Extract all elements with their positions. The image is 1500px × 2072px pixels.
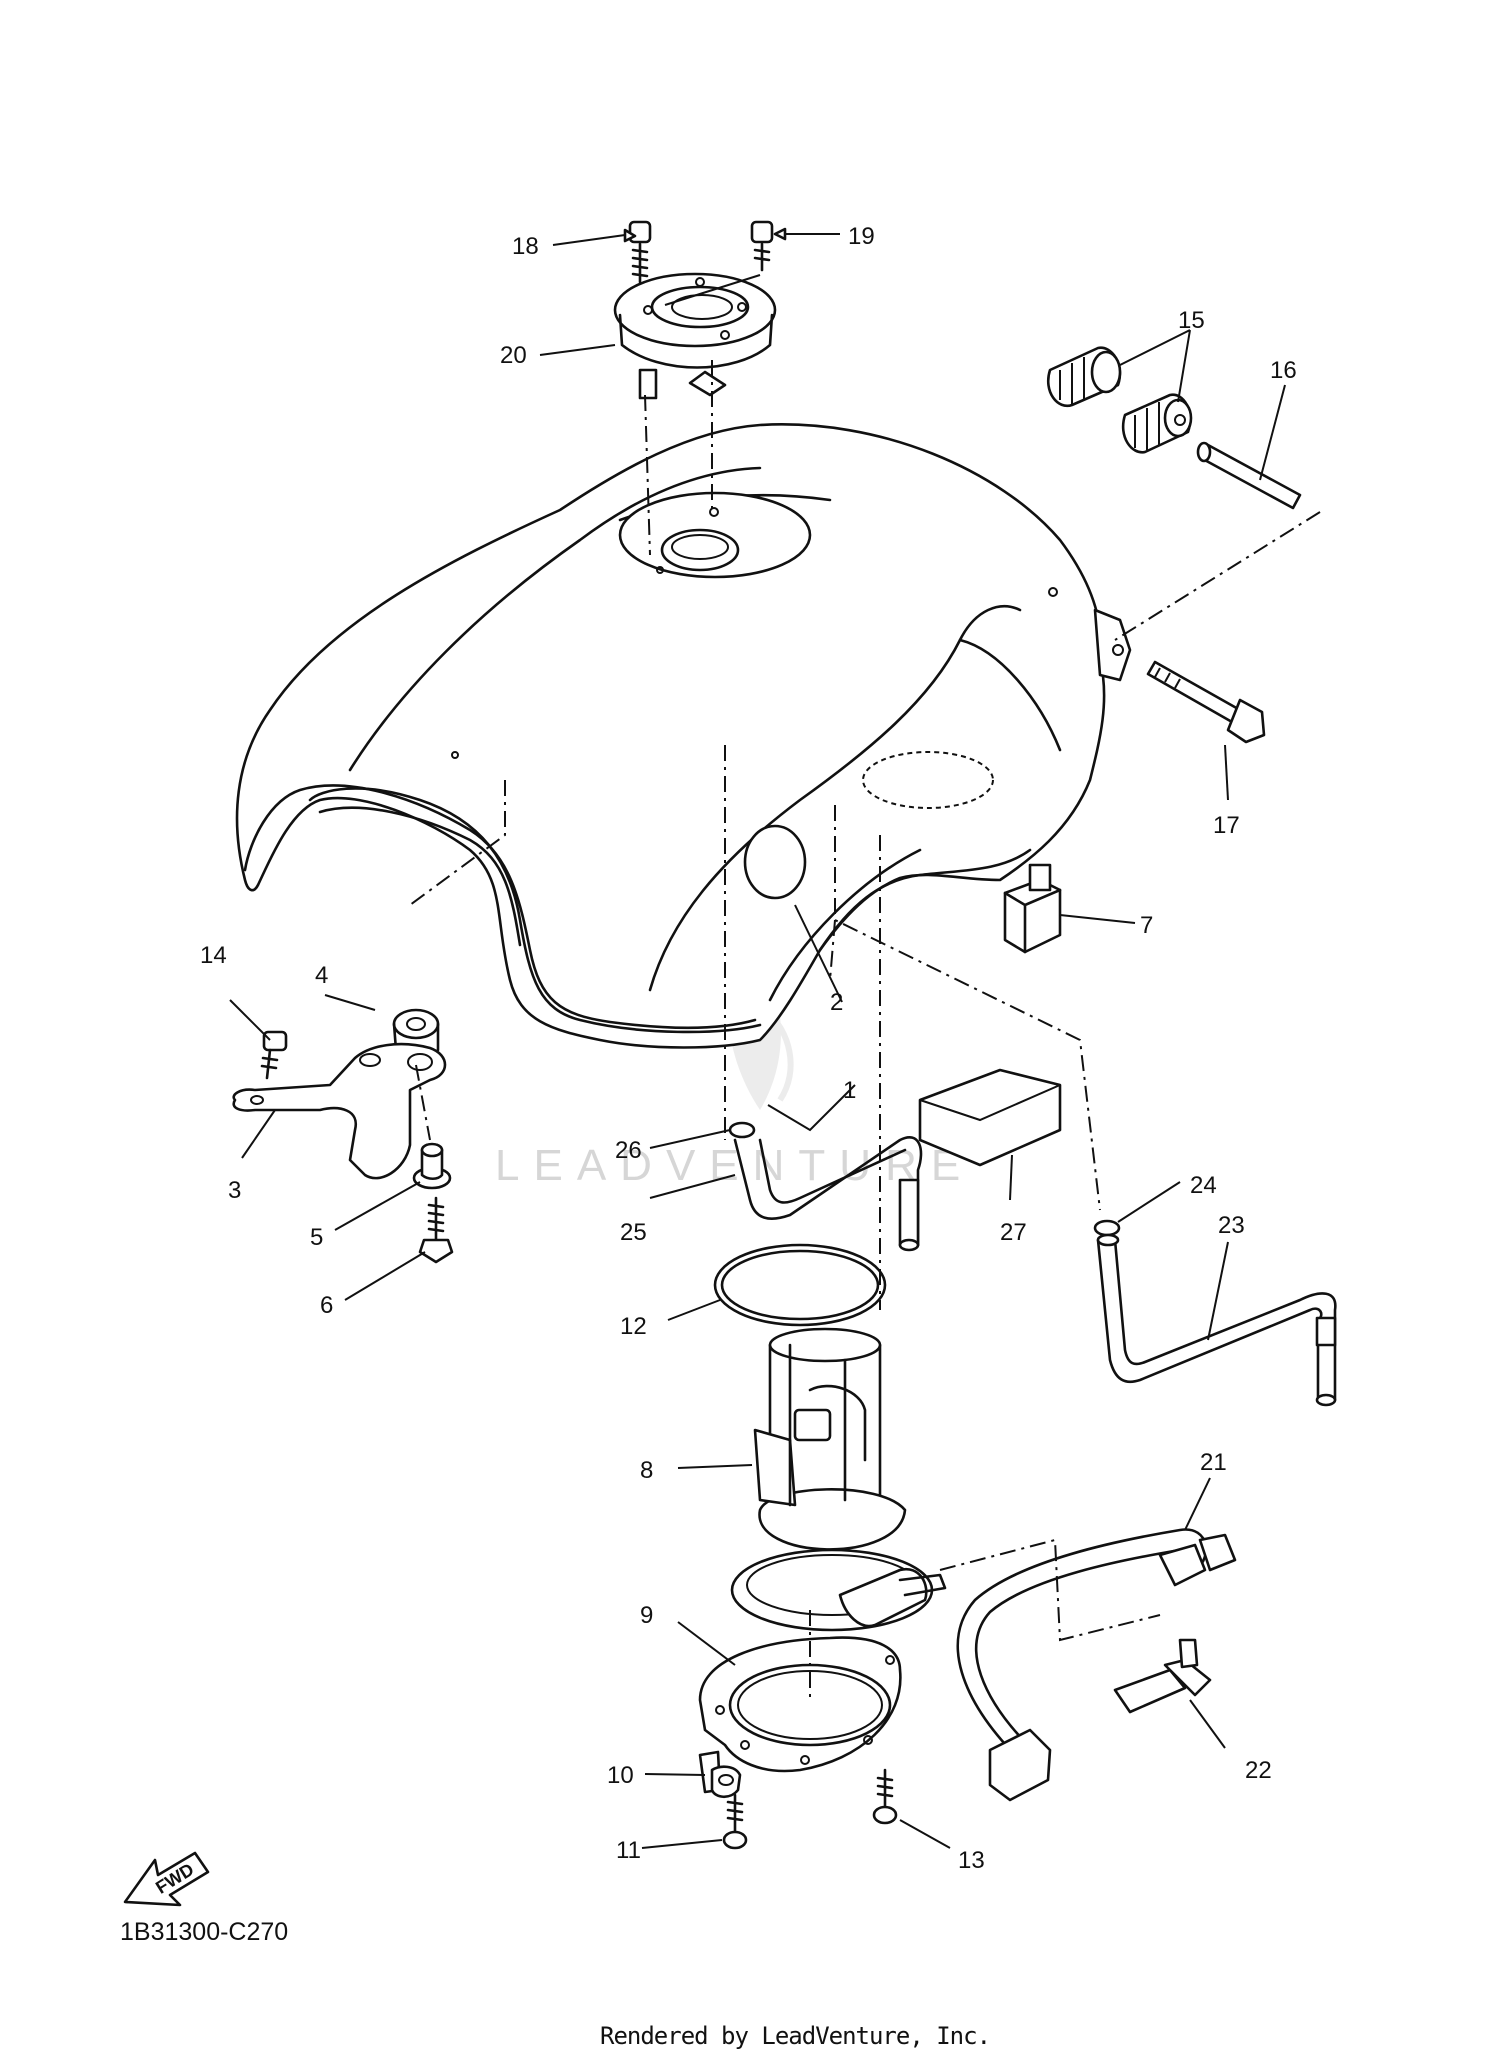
- part-17-bolt: [1146, 660, 1266, 744]
- callout-10: 10: [607, 1762, 634, 1789]
- part-7-damper: [1003, 863, 1062, 954]
- callout-24: 24: [1190, 1172, 1217, 1199]
- callout-2: 2: [830, 989, 843, 1016]
- part-22-holder: [1113, 1638, 1212, 1714]
- part-6-bolt: [418, 1196, 454, 1264]
- part-21-harness: [956, 1528, 1237, 1802]
- callout-17: 17: [1213, 812, 1240, 839]
- callout-27: 27: [1000, 1219, 1027, 1246]
- callout-16: 16: [1270, 357, 1297, 384]
- callout-15: 15: [1178, 307, 1205, 334]
- callout-9: 9: [640, 1602, 653, 1629]
- part-25-hose: [733, 1136, 923, 1252]
- part-11-bolt: [722, 1793, 748, 1850]
- callout-3: 3: [228, 1177, 241, 1204]
- callout-23: 23: [1218, 1212, 1245, 1239]
- part-14-bolt: [260, 1030, 288, 1080]
- callout-22: 22: [1245, 1757, 1272, 1784]
- callout-26: 26: [615, 1137, 642, 1164]
- part-12-o-ring: [713, 1243, 887, 1327]
- callout-12: 12: [620, 1313, 647, 1340]
- callout-7: 7: [1140, 912, 1153, 939]
- diagram-code: 1B31300-C270: [120, 1918, 289, 1946]
- part-15-damper: [1047, 346, 1193, 454]
- callout-1: 1: [843, 1077, 856, 1104]
- part-18-bolt: [628, 220, 652, 284]
- fuel-tank: [235, 423, 1132, 1049]
- part-24-clip: [1093, 1219, 1121, 1247]
- callout-4: 4: [315, 962, 328, 989]
- part-26-clip: [728, 1121, 756, 1139]
- callout-14: 14: [200, 942, 227, 969]
- part-20-fuel-cap: [613, 272, 777, 400]
- part-19-bolt: [750, 220, 774, 272]
- callout-labels: 1 2 3 4 5 6 7 8 9 10 11 12 13 14 15 16 1…: [200, 223, 1297, 1874]
- part-3-bracket: [232, 1042, 447, 1180]
- callout-21: 21: [1200, 1449, 1227, 1476]
- leader-lines: [229, 227, 1286, 1849]
- credit-line: Rendered by LeadVenture, Inc.: [600, 2022, 991, 2050]
- part-10-clamp: [698, 1750, 742, 1799]
- callout-13: 13: [958, 1847, 985, 1874]
- watermark-text: LEADVENTURE: [495, 1141, 974, 1190]
- callout-25: 25: [620, 1219, 647, 1246]
- callout-18: 18: [512, 233, 539, 260]
- callout-20: 20: [500, 342, 527, 369]
- callout-5: 5: [310, 1224, 323, 1251]
- fwd-arrow-icon: FWD: [123, 1851, 210, 1907]
- part-13-bolt: [872, 1768, 898, 1825]
- part-27-sheet: [918, 1068, 1062, 1167]
- callout-19: 19: [848, 223, 875, 250]
- part-16-collar: [1196, 441, 1302, 510]
- callout-6: 6: [320, 1292, 333, 1319]
- callout-11: 11: [616, 1837, 641, 1864]
- part-23-hose: [1096, 1238, 1337, 1407]
- callout-8: 8: [640, 1457, 653, 1484]
- part-8-fuel-pump: [730, 1327, 947, 1632]
- part-9-plate: [698, 1636, 902, 1773]
- part-5-collar: [412, 1142, 452, 1190]
